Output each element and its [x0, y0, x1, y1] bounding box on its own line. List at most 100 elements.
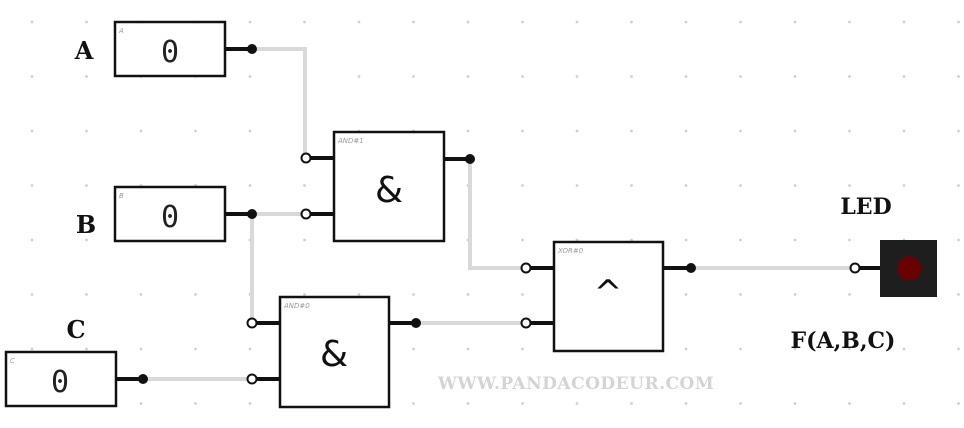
grid-dot: [848, 293, 851, 296]
grid-dot: [521, 129, 524, 133]
xor0-symbol: ^: [594, 273, 623, 313]
grid-dot: [521, 402, 524, 405]
grid-dot: [85, 347, 88, 351]
input-b[interactable]: B 0: [113, 185, 257, 243]
grid-dot: [248, 347, 252, 351]
grid-dot: [848, 20, 851, 24]
led-lamp: [897, 256, 921, 280]
gate-and1[interactable]: AND#1 &: [300, 130, 476, 243]
gate-and0[interactable]: AND#0 &: [246, 295, 422, 409]
grid-dot: [466, 347, 470, 351]
function-label: F(A,B,C): [791, 328, 896, 354]
grid-dot: [957, 184, 960, 187]
grid-dot: [357, 293, 361, 296]
grid-dot: [848, 347, 851, 351]
and0-input-pin-2[interactable]: [246, 373, 258, 385]
grid-dot: [848, 184, 851, 187]
grid-dot: [684, 20, 688, 24]
grid-dot: [684, 184, 688, 187]
output-led[interactable]: [849, 240, 938, 297]
grid-dot: [957, 347, 960, 351]
grid-dot: [30, 129, 34, 133]
grid-dot: [521, 75, 524, 78]
grid-dot: [848, 129, 851, 133]
grid-dot: [902, 184, 906, 187]
grid-dot: [957, 129, 960, 133]
grid-dot: [575, 402, 579, 405]
xor0-input-pin-2[interactable]: [520, 317, 532, 329]
input-c-tag: C: [10, 357, 15, 365]
grid-dot: [575, 184, 579, 187]
xor0-input-pin-1[interactable]: [520, 262, 532, 274]
grid-dot: [412, 75, 415, 78]
grid-dot: [466, 20, 470, 24]
grid-dot: [521, 184, 524, 187]
grid-dot: [848, 238, 851, 242]
grid-dot: [85, 20, 88, 24]
grid-dot: [739, 347, 742, 351]
and1-input-pin-2[interactable]: [300, 208, 312, 220]
grid-dot: [902, 75, 906, 78]
grid-dot: [575, 20, 579, 24]
input-c-output-pin[interactable]: [138, 374, 148, 384]
input-b-output-pin[interactable]: [247, 209, 257, 219]
grid-dot: [466, 293, 470, 296]
input-a-output-pin[interactable]: [247, 44, 257, 54]
grid-dot: [957, 20, 960, 24]
and1-input-pin-1[interactable]: [300, 152, 312, 164]
grid-dot: [30, 75, 34, 78]
grid-dot: [303, 293, 306, 296]
grid-dot: [575, 238, 579, 242]
grid-dot: [85, 129, 88, 133]
grid-dot: [793, 184, 797, 187]
grid-dot: [139, 402, 143, 405]
input-c-label: C: [66, 315, 85, 344]
input-a-value: 0: [161, 35, 179, 70]
grid-dot: [139, 129, 143, 133]
and0-input-pin-1[interactable]: [246, 317, 258, 329]
grid-dot: [248, 129, 252, 133]
input-b-value: 0: [161, 200, 179, 235]
grid-dot: [521, 20, 524, 24]
gate-xor0[interactable]: XOR#0 ^: [520, 240, 697, 353]
grid-dot: [303, 184, 306, 187]
grid-dot: [848, 402, 851, 405]
grid-dot: [684, 293, 688, 296]
wire-a-to-and1: [250, 47, 312, 160]
and1-output-pin[interactable]: [465, 154, 475, 164]
grid-dot: [575, 129, 579, 133]
grid-dot: [30, 347, 34, 351]
grid-dot: [957, 402, 960, 405]
grid-dot: [848, 75, 851, 78]
grid-dot: [793, 20, 797, 24]
input-a[interactable]: A 0: [113, 20, 257, 78]
grid-dot: [303, 20, 306, 24]
grid-dot: [85, 238, 88, 242]
input-c-value: 0: [51, 365, 69, 400]
grid-dot: [739, 293, 742, 296]
xor0-tag: XOR#0: [557, 247, 584, 255]
grid-dot: [793, 129, 797, 133]
grid-dot: [739, 20, 742, 24]
grid-dot: [194, 129, 197, 133]
grid-dot: [412, 20, 415, 24]
grid-dot: [739, 184, 742, 187]
grid-dot: [739, 75, 742, 78]
and0-output-pin[interactable]: [411, 318, 421, 328]
grid-dot: [902, 20, 906, 24]
grid-dot: [902, 129, 906, 133]
grid-dot: [739, 129, 742, 133]
grid-dot: [630, 402, 633, 405]
grid-dot: [902, 347, 906, 351]
grid-dot: [194, 347, 197, 351]
led-input-pin[interactable]: [849, 262, 861, 274]
input-b-label: B: [76, 210, 96, 239]
grid-dot: [248, 20, 252, 24]
grid-dot: [793, 293, 797, 296]
input-b-tag: B: [119, 192, 124, 200]
xor0-output-pin[interactable]: [686, 263, 696, 273]
and0-symbol: &: [320, 334, 348, 375]
grid-dot: [957, 293, 960, 296]
grid-dot: [793, 402, 797, 405]
input-c[interactable]: C 0: [4, 350, 148, 408]
